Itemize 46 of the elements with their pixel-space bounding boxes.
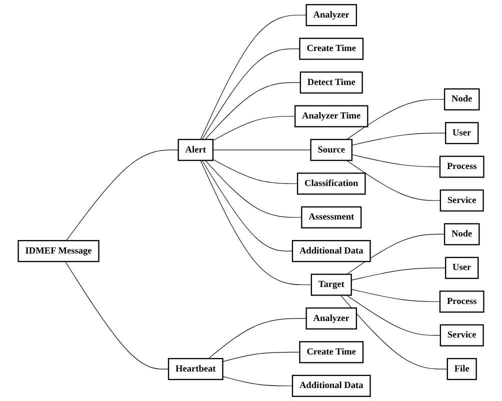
node-box: Create Time [299,38,364,60]
connector [351,289,440,302]
node-box: User [445,256,479,279]
node-box: Process [439,290,484,313]
connector [352,154,440,168]
connector [222,352,300,362]
node-box: Analyzer [306,4,357,26]
node-box: User [445,122,479,144]
node-box: Process [439,156,484,178]
connector [346,294,441,336]
connector [352,132,446,146]
node-box: Node [444,88,480,110]
node-box: Service [440,324,484,346]
node-box: Classification [296,172,366,195]
connector [204,160,302,218]
connector [64,261,169,370]
node-box: Analyzer Time [294,105,368,128]
connector [346,160,441,201]
node-box: Heartbeat [168,358,224,380]
node-box: Node [444,223,480,246]
node-box: Service [440,189,484,212]
connector [202,48,300,140]
node-box: Create Time [299,341,364,364]
node-box: Additional Data [292,240,371,262]
connector [66,150,179,241]
node-box: File [446,358,477,380]
connector [208,318,307,359]
connector [200,14,307,140]
connector [200,160,312,286]
node-box: Target [310,274,352,296]
connector [340,294,448,370]
node-box: Alert [178,138,214,161]
node-box: Source [310,138,353,161]
node-box: IDMEF Message [18,240,100,262]
connector [351,268,446,280]
node-box: Detect Time [300,71,363,94]
connector [212,116,296,141]
connector [212,159,298,184]
connector [202,160,293,252]
connector [346,234,445,275]
node-box: Assessment [301,206,362,228]
connector [204,82,301,140]
connector [346,99,445,140]
connector [222,376,293,386]
node-box: Additional Data [292,374,371,397]
node-box: Analyzer [306,307,357,330]
